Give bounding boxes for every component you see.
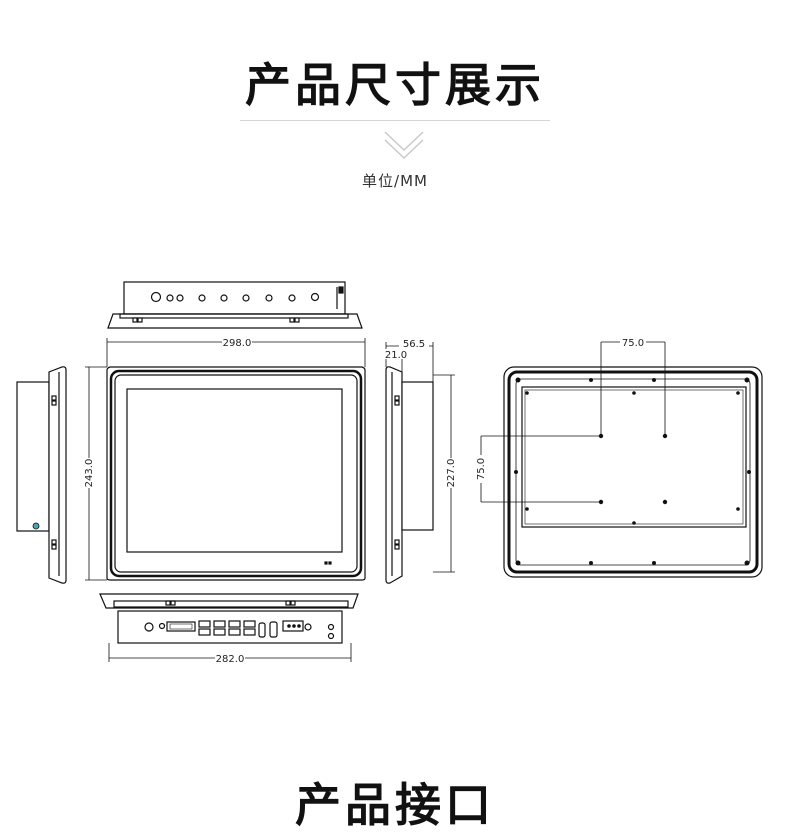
bottom-width-label: 282.0 (216, 654, 245, 665)
bottom-view (99, 593, 359, 662)
back-view (480, 341, 763, 578)
page-title: 产品尺寸展示 (245, 58, 545, 112)
right-side-view (385, 342, 455, 584)
front-height-label: 243.0 (84, 459, 95, 488)
vesa-horizontal-label: 75.0 (622, 338, 644, 349)
side-depth-bezel-label: 21.0 (385, 350, 407, 361)
section-title-interfaces: 产品接口 (295, 778, 495, 832)
unit-label: 单位/MM (362, 172, 428, 190)
side-depth-total-label: 56.5 (403, 339, 425, 350)
double-chevron-down-icon (384, 131, 424, 160)
vesa-vertical-label: 75.0 (476, 458, 487, 480)
dimension-drawing: 298.0 243.0 56.5 21.0 227.0 (16, 281, 763, 665)
title-underline (240, 120, 550, 121)
left-side-view (16, 366, 67, 584)
front-width-label: 298.0 (223, 338, 252, 349)
top-view (107, 281, 363, 329)
front-view (85, 338, 366, 581)
side-height-label: 227.0 (446, 459, 457, 488)
